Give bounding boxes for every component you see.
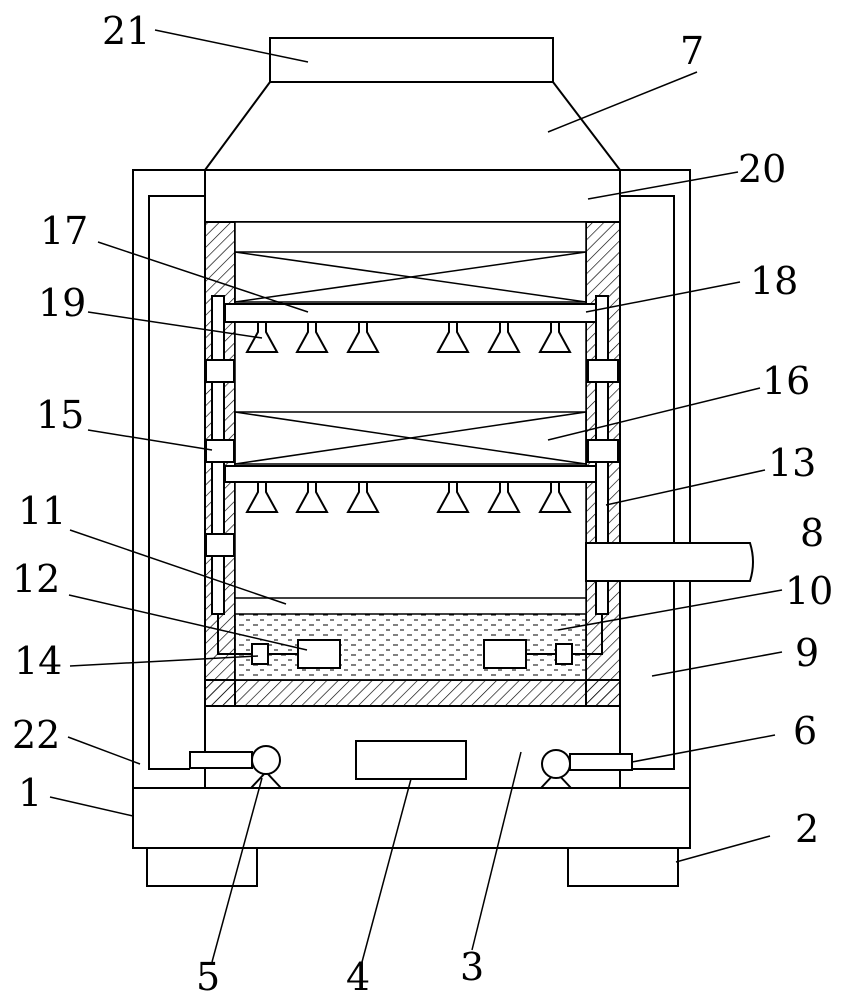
label-12: 12 [12,557,60,601]
pump-left [297,639,341,669]
check-valve-right [555,643,573,665]
packing-top [234,251,587,303]
label-14: 14 [14,639,62,683]
exhaust-hood [203,81,623,171]
pump-right [483,639,527,669]
label-19: 19 [38,281,86,325]
return-pipe-left [148,195,205,770]
label-16: 16 [762,359,810,403]
label-22: 22 [12,713,60,757]
pump-line-left [217,614,252,655]
top-chamber [204,169,621,223]
label-20: 20 [738,147,786,191]
label-10: 10 [785,569,833,613]
label-3: 3 [460,945,484,989]
nozzles-lower [245,481,572,513]
water-reservoir [234,613,587,681]
tower-bottom [204,679,621,707]
base-plate [132,787,691,849]
check-valve-left [251,643,269,665]
fan-duct-right [569,753,633,771]
label-17: 17 [40,209,88,253]
label-13: 13 [768,441,816,485]
label-1: 1 [18,771,42,815]
spray-pipe-lower [224,465,597,483]
nozzles-upper [245,321,572,353]
tower-interior [234,221,587,681]
label-11: 11 [18,489,66,533]
label-6: 6 [793,709,817,753]
label-9: 9 [795,631,819,675]
label-4: 4 [346,955,370,999]
fan-right [540,749,572,789]
fan-left [250,745,282,789]
fan-duct-left [189,751,253,769]
leader-lines [49,29,783,963]
label-15: 15 [36,393,84,437]
pipe-connectors [205,359,619,557]
label-2: 2 [795,807,819,851]
spray-pipe-upper [224,303,597,323]
controller-box [355,740,467,780]
foot-left [146,847,258,887]
foot-right [567,847,679,887]
packing-middle [234,411,587,465]
label-21: 21 [102,9,150,53]
label-5: 5 [196,955,220,999]
pump-line-right [572,614,603,655]
inlet-pipe [585,542,754,582]
label-7: 7 [680,29,704,73]
label-8: 8 [800,511,824,555]
label-18: 18 [750,259,798,303]
outlet-stack [269,37,554,83]
return-pipe-right [620,195,675,770]
